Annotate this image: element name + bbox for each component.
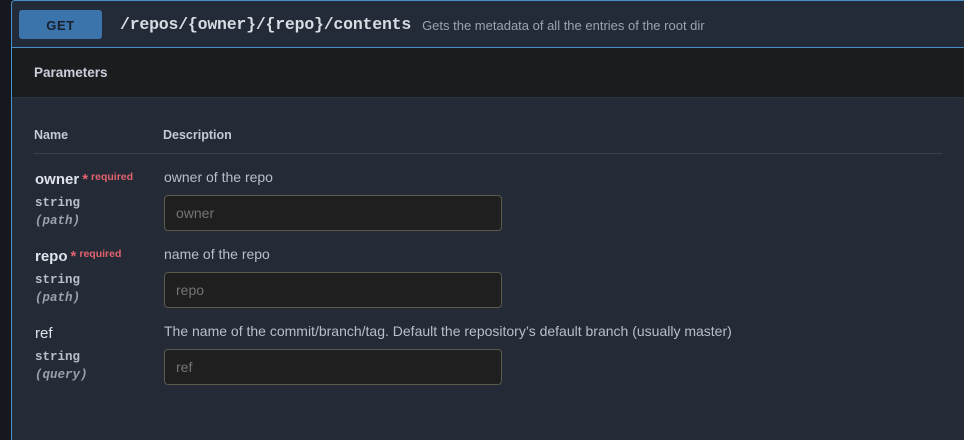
table-row: repo*required string (path) name of the …	[34, 231, 942, 308]
parameter-location-repo: (path)	[35, 291, 81, 305]
operation-path: /repos/{owner}/{repo}/contents	[120, 14, 412, 34]
parameter-input-repo[interactable]	[164, 272, 502, 308]
required-label-repo: required	[79, 248, 122, 260]
parameters-body: Name Description owner*required string (…	[12, 98, 964, 440]
parameter-name-owner: owner	[35, 171, 80, 188]
http-method-badge-get[interactable]: GET	[19, 9, 102, 39]
column-header-description: Description	[163, 98, 942, 154]
parameter-name-cell-owner: owner*required string (path)	[34, 154, 163, 232]
parameter-description-owner: owner of the repo	[164, 169, 273, 185]
parameter-name-repo: repo	[35, 248, 68, 265]
parameter-description-ref: The name of the commit/branch/tag. Defau…	[164, 323, 732, 339]
table-row: owner*required string (path) owner of th…	[34, 154, 942, 232]
parameter-description-cell-repo: name of the repo	[163, 231, 942, 308]
required-asterisk-icon: *	[82, 171, 89, 188]
required-label-owner: required	[91, 171, 134, 183]
parameter-name-ref: ref	[35, 325, 53, 342]
parameters-table-header-row: Name Description	[34, 98, 942, 154]
parameter-location-owner: (path)	[35, 214, 81, 228]
operation-summary-description: Gets the metadata of all the entries of …	[422, 17, 705, 33]
api-operation-block: GET /repos/{owner}/{repo}/contents Gets …	[11, 0, 964, 440]
parameter-type-ref: string	[35, 350, 81, 364]
parameter-type-owner: string	[35, 196, 81, 210]
parameter-name-cell-ref: ref string (query)	[34, 308, 163, 385]
parameters-title: Parameters	[34, 65, 108, 80]
required-asterisk-icon: *	[70, 248, 77, 265]
parameter-name-cell-repo: repo*required string (path)	[34, 231, 163, 308]
column-header-name: Name	[34, 98, 163, 154]
parameter-type-repo: string	[35, 273, 81, 287]
table-row: ref string (query) The name of the commi…	[34, 308, 942, 385]
parameter-description-cell-owner: owner of the repo	[163, 154, 942, 231]
parameter-input-owner[interactable]	[164, 195, 502, 231]
parameters-section-header: Parameters	[12, 48, 964, 98]
parameter-input-ref[interactable]	[164, 349, 502, 385]
parameter-description-repo: name of the repo	[164, 246, 270, 262]
parameter-location-ref: (query)	[35, 368, 88, 382]
parameter-description-cell-ref: The name of the commit/branch/tag. Defau…	[163, 308, 942, 385]
parameters-table: Name Description owner*required string (…	[34, 98, 942, 385]
operation-summary-row[interactable]: GET /repos/{owner}/{repo}/contents Gets …	[12, 1, 964, 48]
